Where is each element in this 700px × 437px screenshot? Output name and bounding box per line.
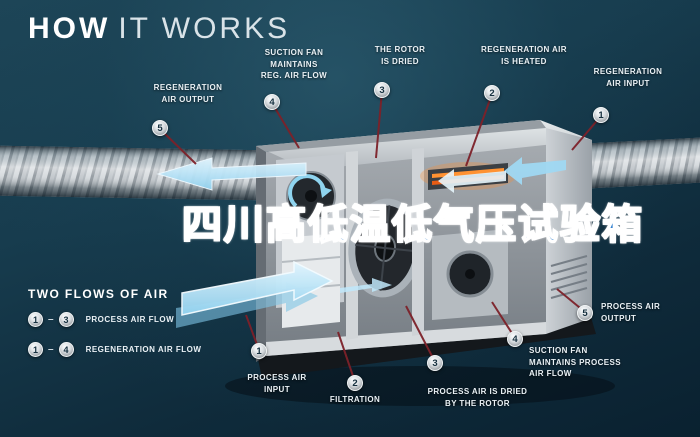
callout-badge-4-suction-fan-reg: 4 [264, 94, 280, 110]
machine-interior-floor [266, 322, 546, 356]
callout-badge-1-process-air-input: 1 [251, 343, 267, 359]
legend-row-process-air-flow: 1 – 3 PROCESS AIR FLOW [28, 312, 174, 327]
callout-label-suction-fan-reg: SUCTION FAN MAINTAINS REG. AIR FLOW [260, 48, 328, 81]
callout-label-regeneration-air-output: REGENERATION AIR OUTPUT [153, 83, 223, 104]
callout-label-process-air-input: PROCESS AIR INPUT [247, 373, 307, 394]
callout-label-regeneration-air-input: REGENERATION AIR INPUT [593, 67, 663, 88]
process-fan-unit [432, 229, 508, 320]
legend-badge-to: 3 [58, 312, 74, 327]
title-word-bold: HOW [28, 12, 111, 45]
rotor [348, 198, 422, 298]
callout-label-suction-fan-process: SUCTION FAN MAINTAINS PROCESS AIR FLOW [529, 346, 621, 379]
legend-separator: – [48, 314, 54, 325]
callout-badge-2-filtration: 2 [347, 375, 363, 391]
legend-row-regeneration-air-flow: 1 – 4 REGENERATION AIR FLOW [28, 342, 201, 357]
divider-panel-right [412, 148, 424, 336]
callout-badge-2-regeneration-air-heated: 2 [484, 85, 500, 101]
regeneration-fan [286, 171, 336, 221]
callout-label-filtration: FILTRATION [329, 395, 381, 404]
watermark-text: 四川高低温低气压试验箱 [181, 202, 644, 248]
regeneration-input-arrow [504, 157, 566, 185]
heated-air-arrow [438, 169, 506, 193]
machine-illustration [156, 120, 615, 406]
callout-badge-5-regeneration-air-output: 5 [152, 120, 168, 136]
machine-left-edge [256, 146, 266, 362]
regeneration-output-arrow [156, 157, 307, 191]
process-air-output-grille [550, 255, 588, 299]
legend-label-process-air-flow: PROCESS AIR FLOW [85, 315, 175, 324]
interior-flow-arrow [340, 278, 392, 293]
callout-badge-1-regeneration-air-input: 1 [593, 107, 609, 123]
machine-top-bevel [256, 120, 546, 152]
callout-badge-4-suction-fan-process: 4 [507, 331, 523, 347]
legend-badge-to: 4 [58, 342, 74, 357]
callout-label-process-air-output: PROCESS AIR OUTPUT [601, 302, 661, 323]
legend-heading: TWO FLOWS OF AIR [28, 287, 169, 301]
process-input-arrow [181, 260, 334, 316]
legend-label-regeneration-air-flow: REGENERATION AIR FLOW [85, 345, 202, 354]
callout-badge-3-rotor-dried: 3 [374, 82, 390, 98]
callout-badge-5-process-air-output: 5 [577, 305, 593, 321]
legend-separator: – [48, 344, 54, 355]
machine-shadow [225, 366, 615, 406]
air-flow-arrows [156, 157, 566, 328]
process-input-arrow-back [176, 282, 318, 328]
callout-badge-3-process-air-dried: 3 [427, 355, 443, 371]
regeneration-air-input-duct [562, 137, 700, 190]
title-word-light: IT WORKS [118, 12, 291, 45]
legend-badge-from: 1 [28, 312, 43, 327]
callout-label-rotor-dried: THE ROTOR IS DRIED [374, 45, 426, 66]
legend-badge-from: 1 [28, 342, 43, 357]
regeneration-air-output-duct [0, 145, 265, 201]
callout-label-process-air-dried: PROCESS AIR IS DRIED BY THE ROTOR [427, 387, 528, 408]
callout-label-regeneration-air-heated: REGENERATION AIR IS HEATED [481, 45, 567, 66]
